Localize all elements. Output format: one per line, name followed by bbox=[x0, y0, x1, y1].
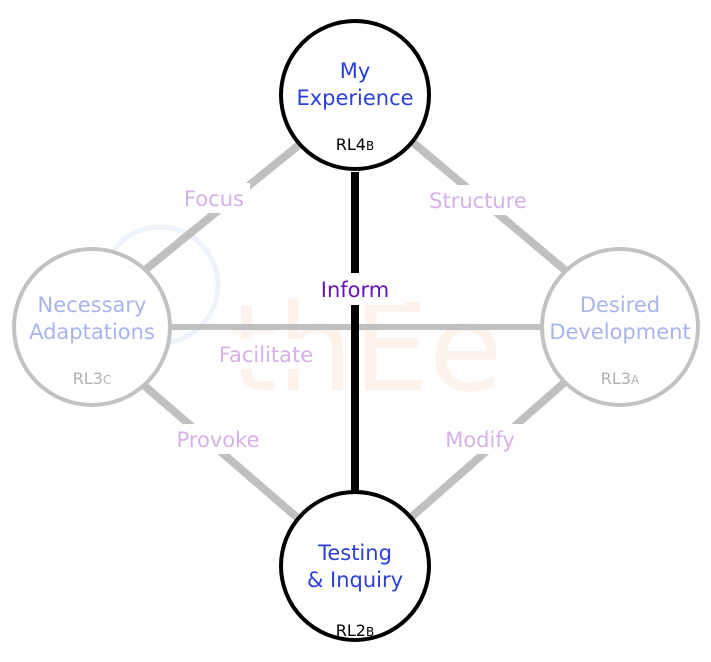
node-code: RL2B bbox=[336, 621, 374, 640]
node-code: RL3C bbox=[73, 369, 112, 388]
node-desired-development: Desired Development RL3A bbox=[540, 247, 700, 407]
node-code-main: RL2 bbox=[336, 621, 366, 640]
edge-label-provoke: Provoke bbox=[177, 428, 260, 452]
node-title-line2: & Inquiry bbox=[307, 568, 403, 592]
node-code-sub: A bbox=[631, 373, 640, 387]
node-testing-inquiry: Testing & Inquiry RL2B bbox=[279, 490, 431, 642]
node-title-line2: Adaptations bbox=[29, 320, 155, 344]
node-code-sub: C bbox=[103, 373, 111, 387]
edge-label-modify: Modify bbox=[445, 428, 515, 452]
edge-label-inform: Inform bbox=[321, 278, 389, 302]
node-code-main: RL3 bbox=[73, 369, 103, 388]
node-code-main: RL4 bbox=[336, 135, 366, 154]
node-title-line2: Experience bbox=[296, 86, 413, 110]
node-title-line1: Desired bbox=[580, 293, 660, 317]
edge-label-structure: Structure bbox=[429, 189, 527, 213]
node-title-line1: Necessary bbox=[38, 293, 147, 317]
node-ring bbox=[279, 19, 431, 171]
node-ring bbox=[279, 490, 431, 642]
node-code-main: RL3 bbox=[601, 369, 631, 388]
edge-label-facilitate: Facilitate bbox=[219, 343, 313, 367]
node-title-line1: Testing bbox=[317, 541, 392, 565]
node-code: RL3A bbox=[601, 369, 640, 388]
edge-lines bbox=[137, 136, 568, 524]
node-ring bbox=[540, 247, 700, 407]
edge-label-focus: Focus bbox=[184, 187, 244, 211]
node-title-line1: My bbox=[340, 59, 371, 83]
node-code-sub: B bbox=[366, 139, 374, 153]
node-my-experience: My Experience RL4B bbox=[279, 19, 431, 171]
node-code-sub: B bbox=[366, 625, 374, 639]
node-title-line2: Development bbox=[549, 320, 690, 344]
node-code: RL4B bbox=[336, 135, 374, 154]
node-necessary-adaptations: Necessary Adaptations RL3C bbox=[12, 247, 172, 407]
node-ring bbox=[12, 247, 172, 407]
edge-labels: Focus Structure Inform Facilitate Provok… bbox=[168, 183, 535, 454]
